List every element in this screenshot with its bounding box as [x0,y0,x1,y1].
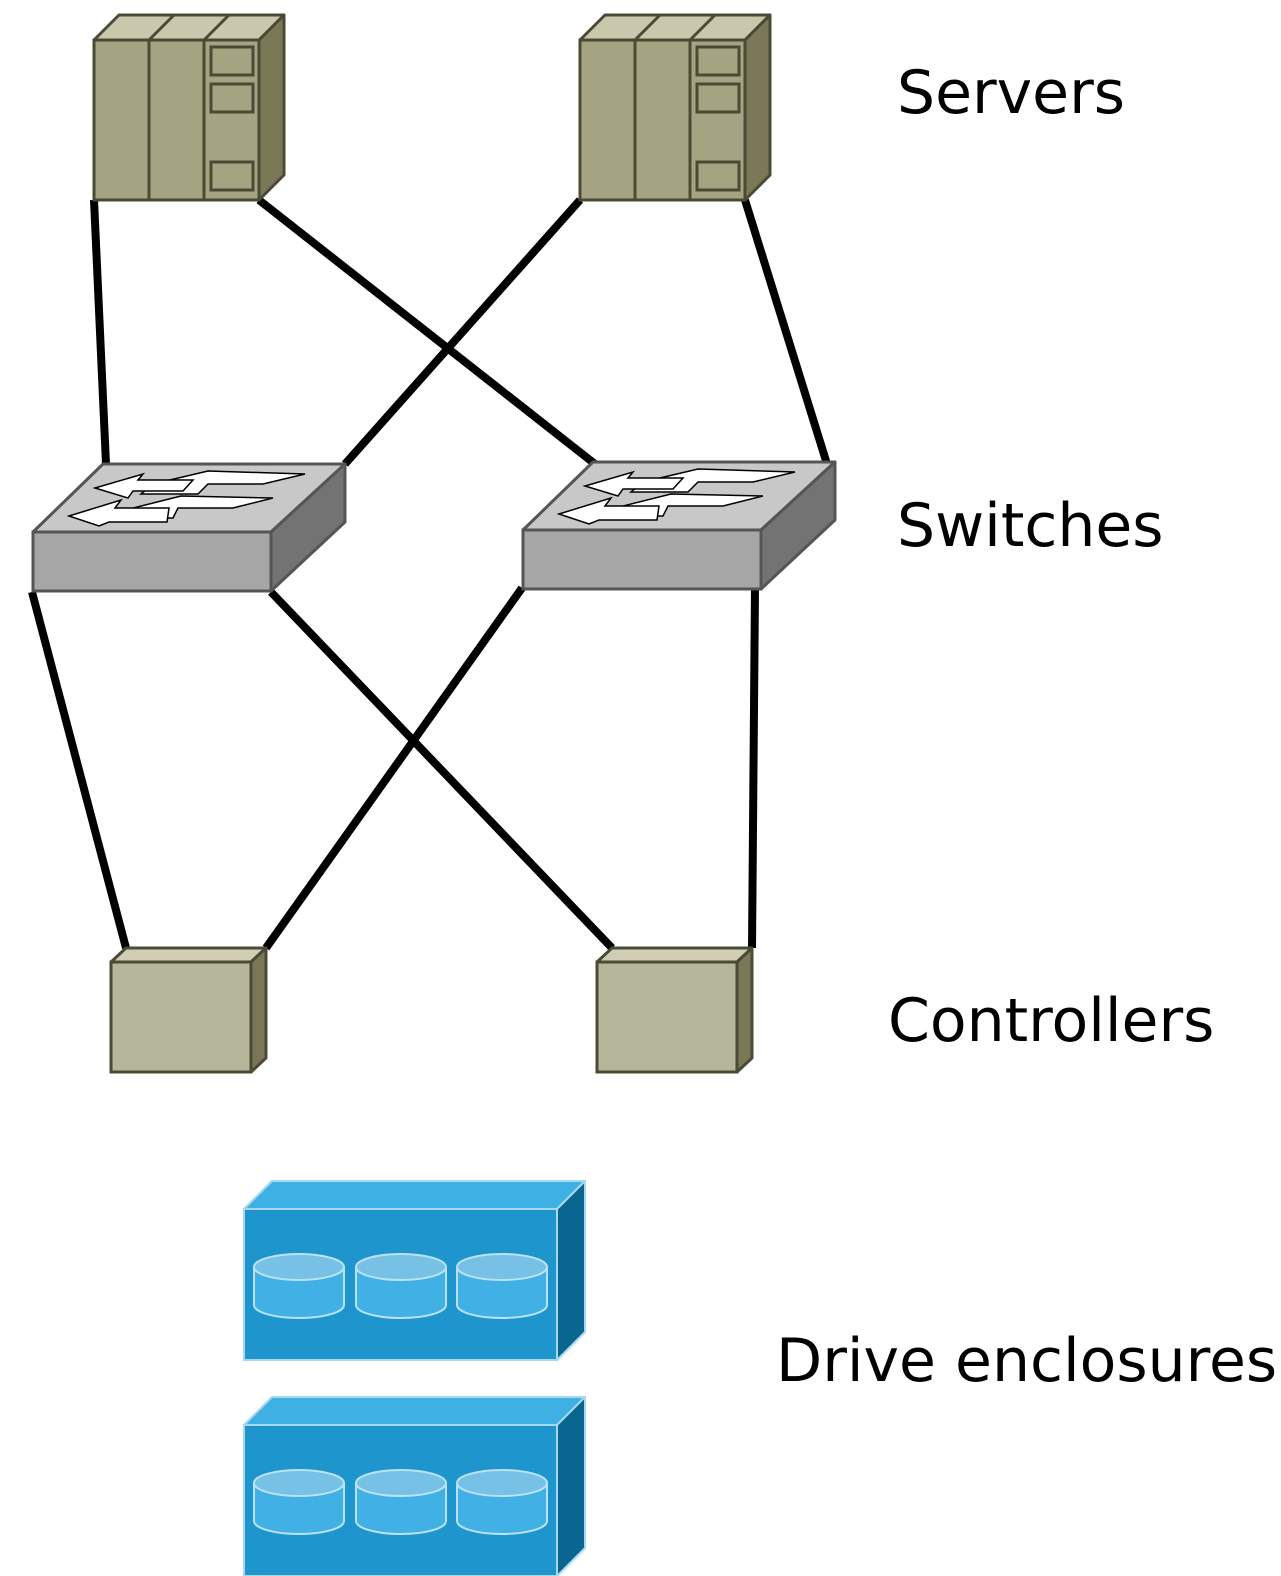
drive-enclosure-icon [243,1180,586,1361]
link-switch1-controller2 [268,589,615,951]
server-rack-icon [578,13,772,202]
link-switch1-controller1 [28,590,130,950]
storage-controller-icon [595,946,754,1074]
drive-enclosures-label: Drive enclosures [776,1326,1277,1396]
link-server2-switch1 [342,197,583,467]
server-rack-icon [92,13,286,202]
switches-label: Switches [897,491,1164,561]
link-switch2-controller1 [262,585,526,951]
servers-label: Servers [897,58,1125,128]
link-server1-switch2 [256,196,598,468]
link-server1-switch1 [90,199,110,465]
network-switch-icon [31,462,347,593]
link-server2-switch2 [741,198,831,466]
link-switch2-controller2 [748,587,759,949]
storage-controller-icon [109,946,268,1074]
connection-links [28,196,831,951]
network-switch-icon [521,460,837,591]
drive-enclosure-icon [243,1396,586,1576]
controllers-label: Controllers [888,986,1214,1056]
